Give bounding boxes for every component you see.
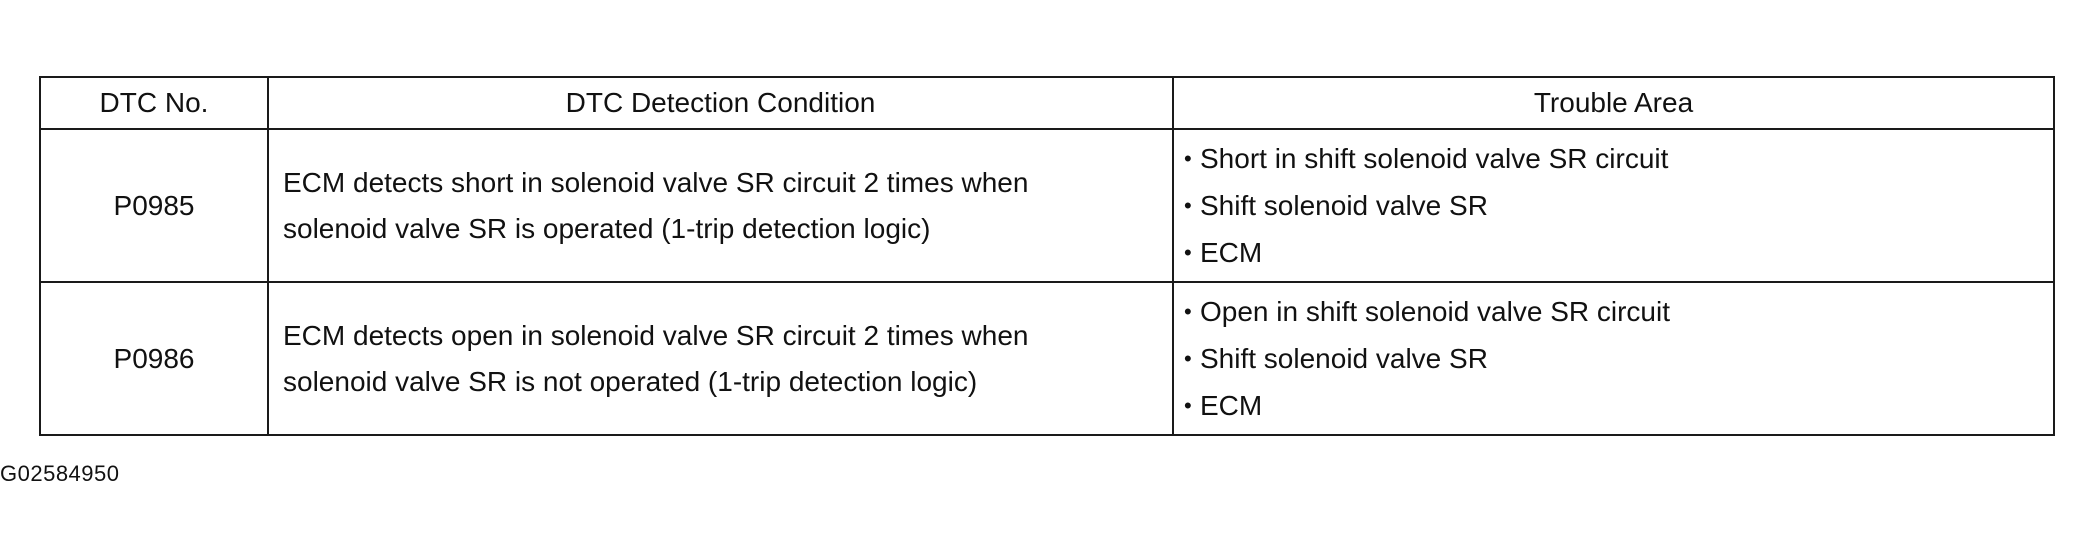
trouble-area-list: • Short in shift solenoid valve SR circui… xyxy=(1184,135,2053,276)
bullet-icon: • xyxy=(1184,393,1192,418)
table-row: P0986 ECM detects open in solenoid valve… xyxy=(39,281,2055,436)
trouble-area: • Short in shift solenoid valve SR circui… xyxy=(1172,128,2055,283)
trouble-area-list: • Open in shift solenoid valve SR circuit… xyxy=(1184,288,2053,429)
trouble-area-item: • ECM xyxy=(1184,382,2053,429)
condition-line: solenoid valve SR is not operated (1-tri… xyxy=(283,365,978,397)
condition-line: ECM detects open in solenoid valve SR ci… xyxy=(283,319,1029,351)
trouble-area-text: Shift solenoid valve SR xyxy=(1200,190,1488,221)
detection-condition: ECM detects open in solenoid valve SR ci… xyxy=(267,281,1174,436)
trouble-area-item: • Shift solenoid valve SR xyxy=(1184,182,2053,229)
dtc-code: P0986 xyxy=(39,281,269,436)
trouble-area-item: • Shift solenoid valve SR xyxy=(1184,335,2053,382)
figure-id: G02584950 xyxy=(0,461,120,486)
bullet-icon: • xyxy=(1184,240,1192,265)
header-row: DTC No. DTC Detection Condition Trouble … xyxy=(39,76,2055,130)
dtc-code: P0985 xyxy=(39,128,269,283)
header-dtc-no: DTC No. xyxy=(39,76,269,130)
trouble-area-text: ECM xyxy=(1200,390,1263,421)
trouble-area-item: • Short in shift solenoid valve SR circui… xyxy=(1184,135,2053,182)
header-detection-condition: DTC Detection Condition xyxy=(267,76,1174,130)
dtc-table: DTC No. DTC Detection Condition Trouble … xyxy=(39,76,2055,436)
bullet-icon: • xyxy=(1184,146,1192,171)
condition-line: solenoid valve SR is operated (1-trip de… xyxy=(283,212,931,244)
trouble-area-text: ECM xyxy=(1200,237,1263,268)
bullet-icon: • xyxy=(1184,299,1192,324)
header-trouble-area: Trouble Area xyxy=(1172,76,2055,130)
trouble-area-item: • ECM xyxy=(1184,229,2053,276)
bullet-icon: • xyxy=(1184,193,1192,218)
trouble-area-text: Shift solenoid valve SR xyxy=(1200,343,1488,374)
condition-line: ECM detects short in solenoid valve SR c… xyxy=(283,166,1029,198)
trouble-area-text: Open in shift solenoid valve SR circuit xyxy=(1200,296,1670,327)
table-row: P0985 ECM detects short in solenoid valv… xyxy=(39,128,2055,283)
bullet-icon: • xyxy=(1184,346,1192,371)
trouble-area-item: • Open in shift solenoid valve SR circuit xyxy=(1184,288,2053,335)
trouble-area-text: Short in shift solenoid valve SR circuit xyxy=(1200,143,1669,174)
trouble-area: • Open in shift solenoid valve SR circuit… xyxy=(1172,281,2055,436)
detection-condition: ECM detects short in solenoid valve SR c… xyxy=(267,128,1174,283)
